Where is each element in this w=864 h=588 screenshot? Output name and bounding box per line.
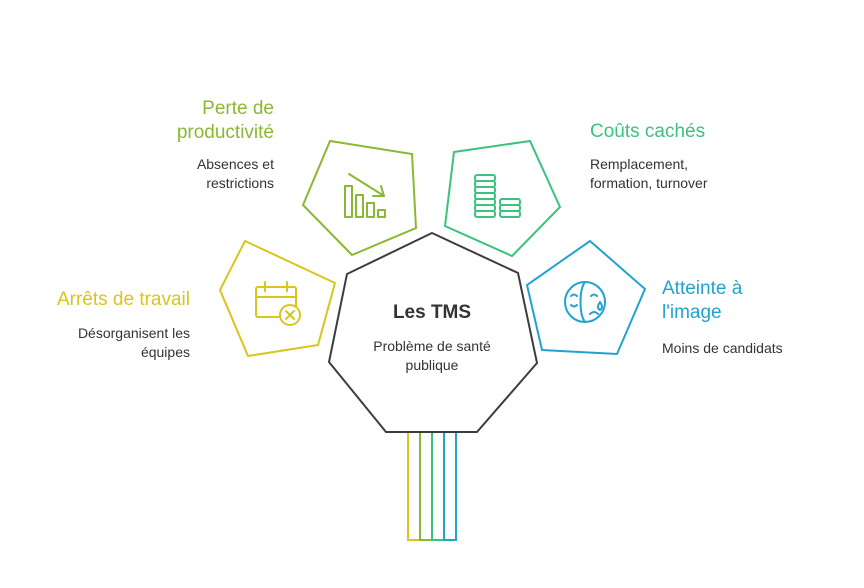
branch-desc-couts: Remplacement, formation, turnover xyxy=(590,156,708,191)
center-heptagon xyxy=(327,231,539,433)
stripe-couts xyxy=(431,432,445,541)
connector-stripes xyxy=(407,432,457,541)
branch-title-image: Atteinte à l'image xyxy=(662,278,743,323)
branch-title-productivite: Perte de productivité xyxy=(176,98,274,143)
stripe-productivite xyxy=(419,432,433,541)
center-subtitle: Problème de santé publique xyxy=(373,338,491,373)
branch-desc-image: Moins de candidats xyxy=(662,340,783,356)
branch-desc-productivite: Absences et restrictions xyxy=(196,156,274,191)
stripe-image xyxy=(443,432,457,541)
sad-face-tear-icon xyxy=(564,281,606,323)
branch-title-arrets: Arrêts de travail xyxy=(56,289,190,310)
center-title: Les TMS xyxy=(392,302,472,323)
coin-stacks-icon xyxy=(474,174,521,218)
branch-title-couts: Coûts cachés xyxy=(590,121,706,142)
declining-bar-chart-icon xyxy=(344,173,386,218)
calendar-x-icon xyxy=(255,281,301,326)
pentagon-arrets xyxy=(218,239,337,358)
stripe-arrets xyxy=(407,432,421,541)
pentagon-productivite xyxy=(301,139,418,257)
branch-desc-arrets: Désorganisent les équipes xyxy=(77,325,190,360)
pentagon-image xyxy=(525,239,647,356)
